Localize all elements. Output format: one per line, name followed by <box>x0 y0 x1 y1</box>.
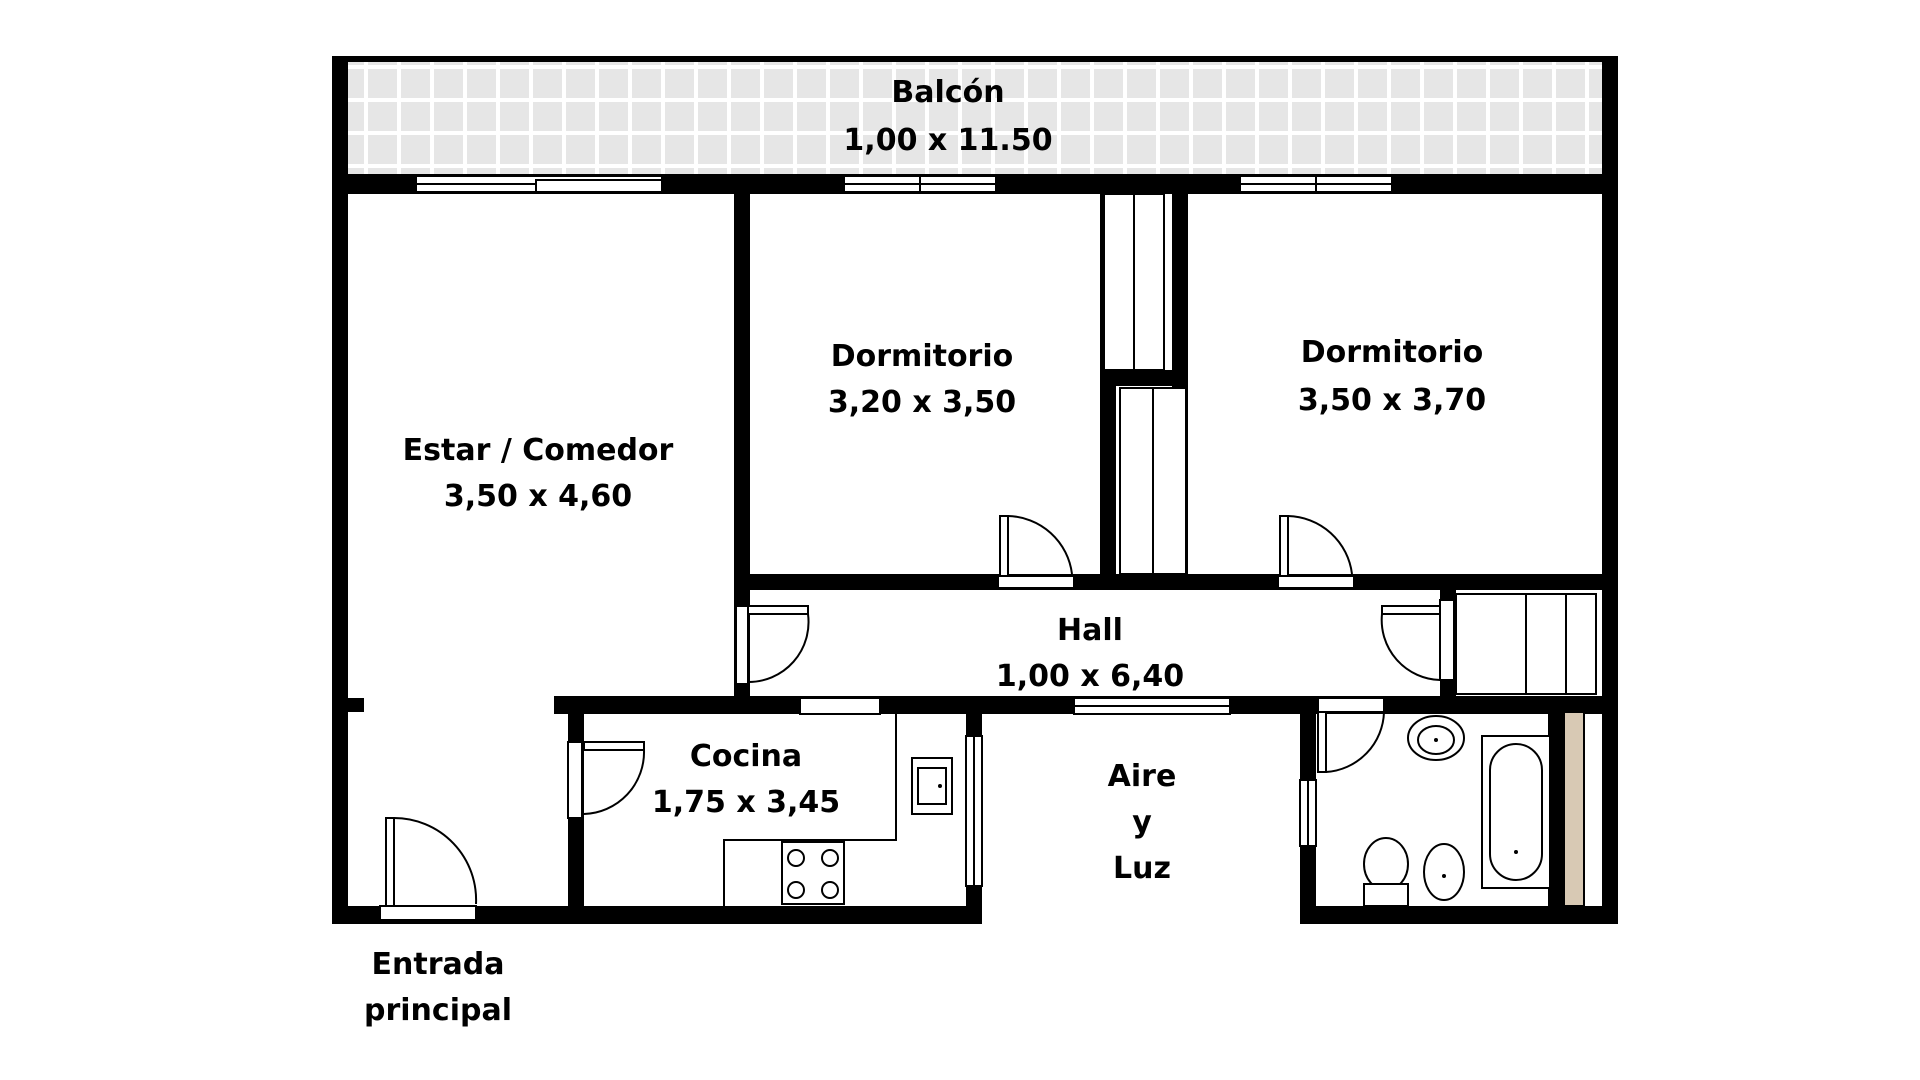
entrance-line2: principal <box>364 993 512 1028</box>
balcony-size: 1,00 x 11.50 <box>843 123 1052 158</box>
kitchen-counter <box>723 714 897 906</box>
balcony-sliding-door <box>415 175 663 193</box>
toilet-icon <box>1363 837 1409 907</box>
bathtub-icon <box>1481 735 1551 889</box>
bedroom1-name: Dormitorio <box>831 339 1014 374</box>
living-hall-door <box>735 605 810 685</box>
bedroom1-door <box>997 515 1075 589</box>
living-name: Estar / Comedor <box>403 433 674 468</box>
entrance-door <box>379 816 478 921</box>
kitchen-side-window <box>965 735 983 887</box>
kitchen-sink-icon <box>911 757 953 815</box>
living-size: 3,50 x 4,60 <box>444 479 632 514</box>
bedroom2-name: Dormitorio <box>1301 335 1484 370</box>
hall-name: Hall <box>1057 613 1123 648</box>
stove-icon <box>781 841 845 905</box>
bedroom2-door <box>1277 515 1355 589</box>
bathroom-door <box>1317 697 1385 773</box>
bedroom2-closet <box>1119 387 1187 575</box>
bathroom-side-window <box>1299 779 1317 847</box>
balcony-name: Balcón <box>891 75 1004 110</box>
bathroom-sink-icon <box>1407 715 1465 761</box>
kitchen-size: 1,75 x 3,45 <box>652 785 840 820</box>
hall-size: 1,00 x 6,40 <box>996 659 1184 694</box>
duct <box>1563 711 1585 907</box>
bidet-icon <box>1423 843 1465 901</box>
airlight-line1: Aire <box>1108 759 1177 794</box>
kitchen-window <box>799 697 881 715</box>
bedroom1-closet <box>1103 193 1165 371</box>
balcony-floor <box>348 60 1602 174</box>
hall-closet <box>1455 593 1597 695</box>
kitchen-name: Cocina <box>690 739 802 774</box>
bedroom1-window <box>843 175 997 193</box>
airlight-line3: Luz <box>1113 851 1171 886</box>
airlight-line2: y <box>1132 805 1152 840</box>
airlight-window <box>1073 697 1231 715</box>
bedroom2-size: 3,50 x 3,70 <box>1298 383 1486 418</box>
entrance-line1: Entrada <box>372 947 505 982</box>
kitchen-door <box>567 741 646 819</box>
bedroom1-size: 3,20 x 3,50 <box>828 385 1016 420</box>
bathroom-hall-door <box>1380 599 1455 681</box>
bedroom2-window <box>1239 175 1393 193</box>
